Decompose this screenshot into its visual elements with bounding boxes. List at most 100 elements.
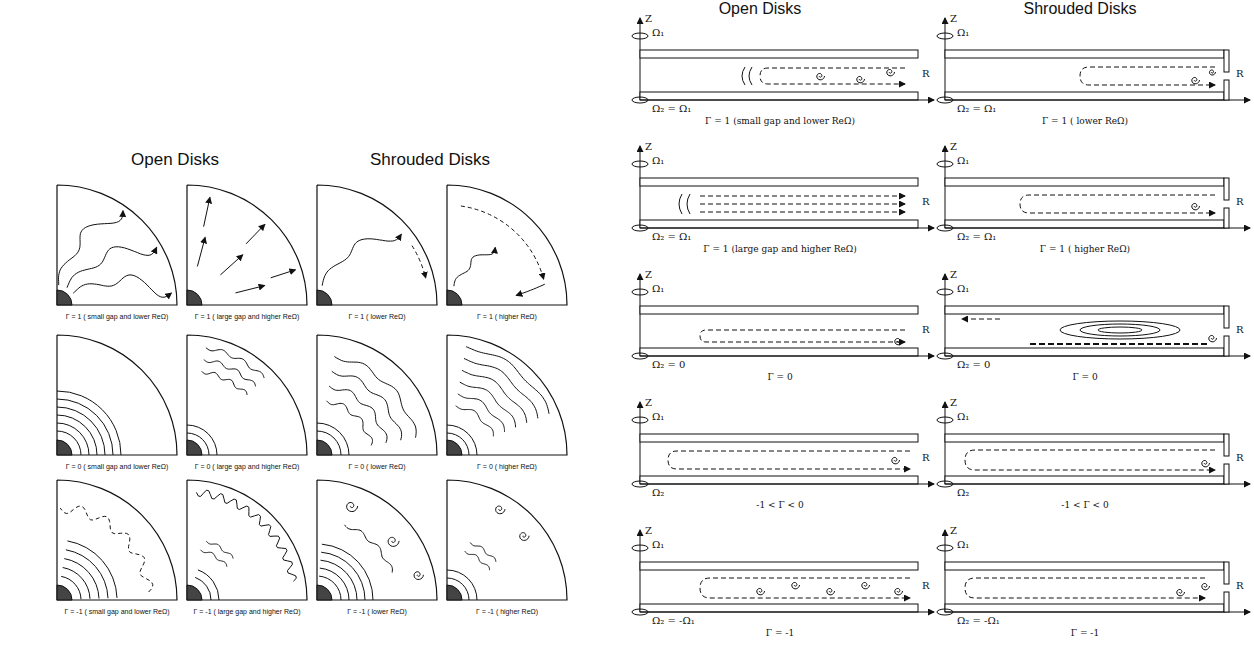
disk xyxy=(945,434,1224,442)
rotation-label: Ω₂ = -Ω₁ xyxy=(652,615,695,627)
flow-line xyxy=(187,425,217,455)
axis-label: Z xyxy=(645,13,652,25)
flow-line xyxy=(749,67,752,85)
disk-outline xyxy=(187,185,307,305)
disk-outline xyxy=(317,185,437,305)
z-axis xyxy=(945,530,946,612)
rotation-label: Ω₁ xyxy=(652,155,664,167)
disk xyxy=(945,348,1224,356)
flow-line xyxy=(700,196,905,197)
r-axis xyxy=(945,612,1250,613)
flow-line xyxy=(817,74,825,80)
hub xyxy=(187,440,202,455)
flow-line xyxy=(388,537,399,546)
rotation-symbol xyxy=(632,481,648,487)
flow-line xyxy=(895,339,903,345)
flow-line xyxy=(206,541,233,559)
axis-label: Z xyxy=(645,141,652,153)
rotation-label: Ω₂ = 0 xyxy=(652,359,685,371)
flow-line xyxy=(447,570,477,600)
flow-line xyxy=(700,578,910,598)
flow-line xyxy=(57,431,81,455)
disk xyxy=(640,220,918,228)
disk xyxy=(640,348,918,356)
flow-line xyxy=(1209,336,1217,342)
rotation-symbol xyxy=(632,225,648,231)
group-heading: Shrouded Disks xyxy=(1024,0,1137,18)
flow-line xyxy=(197,237,205,266)
flow-line xyxy=(892,458,900,464)
case-caption: Γ = -1 ( large gap and higher ReΩ) xyxy=(194,608,301,616)
rotation-symbol xyxy=(632,417,648,423)
case-caption: Γ = 1 ( large gap and higher ReΩ) xyxy=(195,313,300,321)
case-caption: Γ = 1 (large gap and higher ReΩ) xyxy=(703,244,856,254)
rotation-symbol xyxy=(937,33,953,39)
z-axis xyxy=(640,274,641,356)
disk xyxy=(945,92,1224,100)
flow-line xyxy=(700,212,905,213)
r-axis xyxy=(945,228,1250,229)
flow-line xyxy=(327,401,373,446)
flow-line xyxy=(965,578,1205,598)
disk xyxy=(640,50,918,58)
flow-line xyxy=(66,550,108,598)
flow-line xyxy=(1060,321,1180,339)
flow-line xyxy=(317,423,349,455)
shroud xyxy=(1224,178,1229,200)
flow-line xyxy=(520,533,529,541)
flow-line xyxy=(496,506,505,514)
rotation-symbol xyxy=(937,161,953,167)
disk xyxy=(640,562,918,570)
axis-label: R xyxy=(1236,196,1244,208)
r-axis xyxy=(945,484,1250,485)
rotation-symbol xyxy=(632,609,648,615)
case-caption: Γ = 0 ( higher ReΩ) xyxy=(477,463,537,471)
rotation-label: Ω₁ xyxy=(957,155,969,167)
flow-line xyxy=(322,544,373,600)
flow-line xyxy=(271,270,296,278)
r-axis xyxy=(640,228,934,229)
disk xyxy=(945,562,1224,570)
rotation-symbol xyxy=(632,289,648,295)
z-axis xyxy=(640,402,641,484)
disk-outline xyxy=(57,480,177,600)
flow-line xyxy=(57,407,105,455)
axis-label: Z xyxy=(950,397,957,409)
flow-line xyxy=(1098,327,1142,333)
r-axis xyxy=(640,356,934,357)
hub xyxy=(447,440,462,455)
flow-line xyxy=(61,576,81,599)
flow-line xyxy=(195,577,211,600)
flow-line xyxy=(1020,195,1215,213)
axis-label: R xyxy=(922,452,930,464)
case-caption: Γ = 0 ( large gap and higher ReΩ) xyxy=(195,463,300,471)
disk-outline xyxy=(187,480,307,600)
flow-line xyxy=(464,359,538,419)
case-caption: Γ = 1 ( higher ReΩ) xyxy=(1040,244,1130,254)
flow-line xyxy=(320,568,349,600)
axis-label: R xyxy=(922,580,930,592)
flow-line xyxy=(412,246,426,278)
rotation-label: Ω₁ xyxy=(957,539,969,551)
rotation-label: Ω₁ xyxy=(652,411,664,423)
rotation-symbol xyxy=(632,545,648,551)
rotation-symbol xyxy=(632,97,648,103)
group-heading: Open Disks xyxy=(131,150,219,170)
case-caption: Γ = 0 xyxy=(1072,372,1097,382)
rotation-label: Ω₂ = Ω₁ xyxy=(652,231,691,243)
flow-line xyxy=(447,433,469,455)
flow-line xyxy=(962,319,1000,320)
rotation-label: Ω₁ xyxy=(957,283,969,295)
flow-line xyxy=(347,503,358,512)
case-caption: Γ = -1 xyxy=(766,628,794,638)
disk xyxy=(640,476,918,484)
flow-line xyxy=(862,583,870,589)
case-caption: -1 < Γ < 0 xyxy=(756,500,803,510)
rotation-symbol xyxy=(937,225,953,231)
flow-line xyxy=(827,589,835,595)
axis-label: R xyxy=(922,324,930,336)
flow-line xyxy=(57,399,113,455)
flow-line xyxy=(1202,461,1210,467)
rotation-label: Ω₂ = 0 xyxy=(957,359,990,371)
flow-line xyxy=(792,583,800,589)
